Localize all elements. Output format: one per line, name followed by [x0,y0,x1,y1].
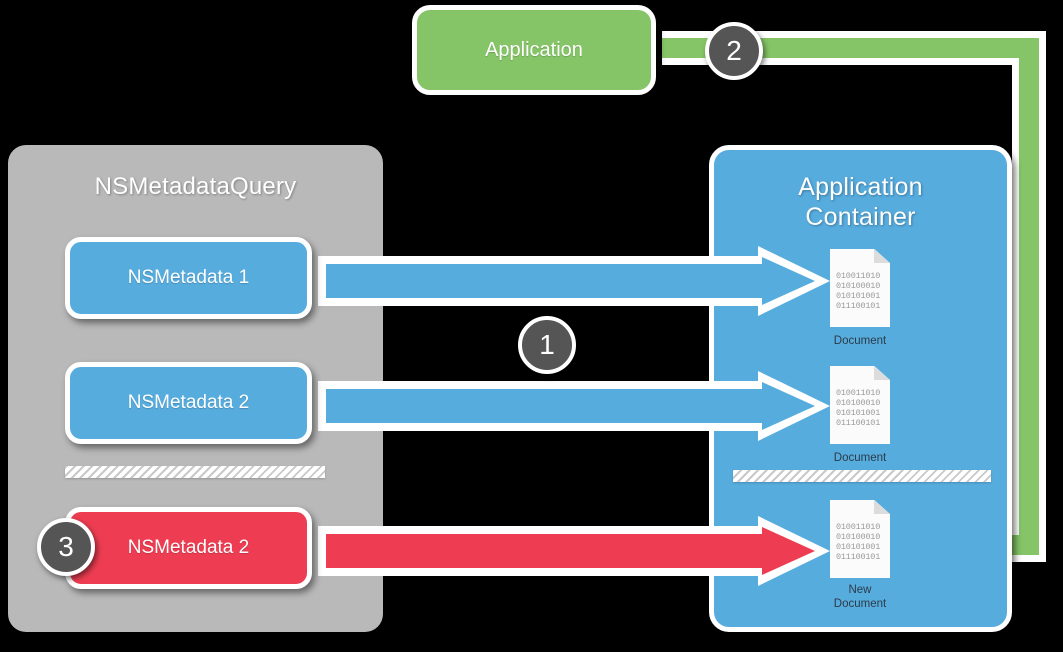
new-document-label: New Document [800,583,920,611]
document-binary-text: 010011010 010100010 010101001 011100101 [836,388,886,428]
binary-line: 011100101 [836,301,881,311]
arrow-metadata3-to-new-document [318,516,830,586]
nsmetadata-2-updated-box[interactable]: NSMetadata 2 [65,507,312,589]
binary-line: 010011010 [836,522,881,532]
step-badge-3: 3 [37,518,95,576]
document-label-line1: Document [833,335,887,347]
nsmetadata-2-box[interactable]: NSMetadata 2 [65,362,312,444]
arrow-metadata1-to-document1 [318,246,830,316]
step-badge-2: 2 [705,22,763,80]
binary-line: 011100101 [836,552,881,562]
step-badge-1: 1 [518,316,576,374]
document-label-1: Document [800,334,920,348]
document-label-line1: Document [833,452,887,464]
application-container-title-line1: Application [798,173,923,201]
nsmetadata-1-box[interactable]: NSMetadata 1 [65,237,312,319]
document-label-line1: New [848,584,872,596]
binary-line: 010101001 [836,542,881,552]
application-container-title-line2: Container [805,203,916,231]
application-box[interactable]: Application [412,5,656,95]
binary-line: 010100010 [836,281,881,291]
document-binary-text: 010011010 010100010 010101001 011100101 [836,522,886,562]
nsmetadata-query-title: NSMetadataQuery [94,173,297,200]
binary-line: 010011010 [836,271,881,281]
binary-line: 010101001 [836,291,881,301]
divider-hatched-right [733,470,991,482]
arrow-metadata2-to-document2 [318,371,830,441]
application-container-title: Application Container [714,172,1007,232]
document-icon-1: 010011010 010100010 010101001 011100101 [830,249,890,327]
binary-line: 010011010 [836,388,881,398]
new-document-icon: 010011010 010100010 010101001 011100101 [830,500,890,578]
document-label-2: Document [800,451,920,465]
document-icon-2: 010011010 010100010 010101001 011100101 [830,366,890,444]
binary-line: 011100101 [836,418,881,428]
divider-hatched-left [65,466,325,478]
document-label-line2: Document [833,598,887,610]
document-binary-text: 010011010 010100010 010101001 011100101 [836,271,886,311]
binary-line: 010100010 [836,398,881,408]
binary-line: 010100010 [836,532,881,542]
binary-line: 010101001 [836,408,881,418]
